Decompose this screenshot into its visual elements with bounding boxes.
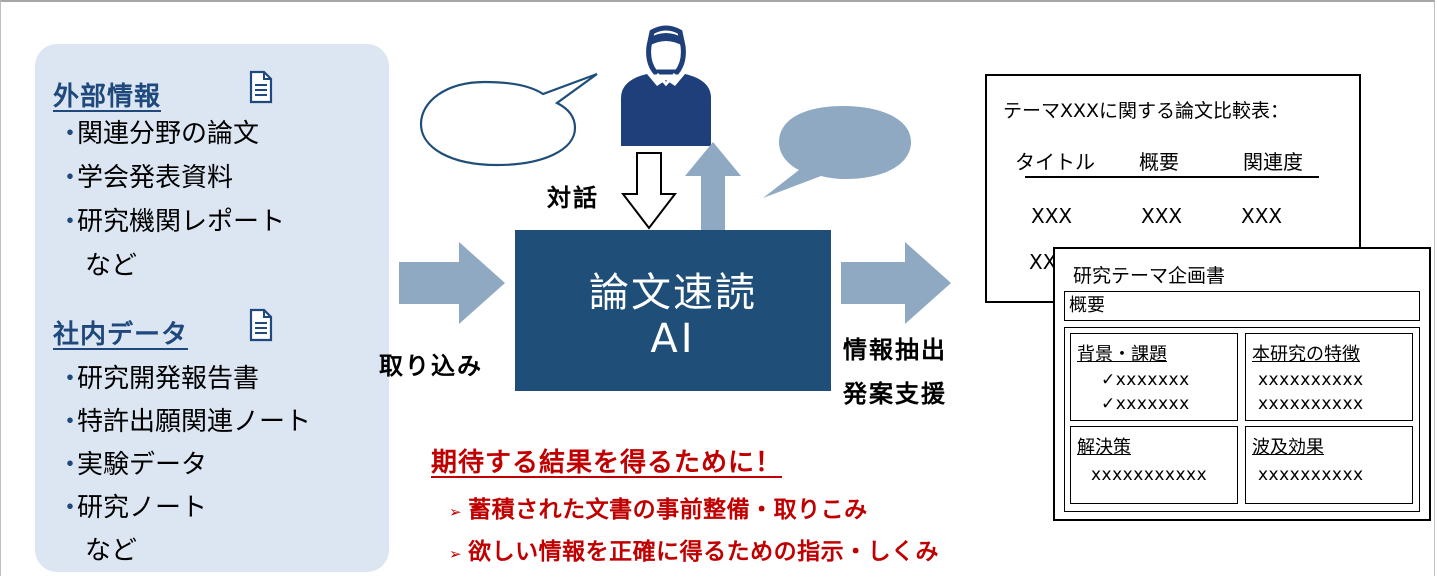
- ai-box: 論文速読 AI: [515, 230, 831, 391]
- column-header: タイトル: [1015, 150, 1095, 174]
- section-line: xxxxxxxxxx: [1258, 370, 1364, 390]
- plan-section-effects: 波及効果 xxxxxxxxxx: [1245, 426, 1413, 504]
- section-line: ✓xxxxxxx: [1101, 394, 1190, 414]
- speech-bubble-icon: [419, 72, 598, 167]
- table-cell: XXX: [1031, 204, 1073, 228]
- speech-bubble-icon: [763, 106, 911, 198]
- list-item: ・学会発表資料: [57, 163, 234, 193]
- table-cell: XXX: [1141, 204, 1183, 228]
- arrow-down-icon: [621, 152, 677, 230]
- plan-summary: 概要: [1064, 291, 1420, 321]
- list-item: ・実験データ: [57, 450, 208, 480]
- list-item: ・研究開発報告書: [57, 364, 260, 394]
- plan-title: 研究テーマ企画書: [1073, 265, 1226, 287]
- list-item: ・関連分野の論文: [57, 119, 260, 149]
- internal-data-list: ・研究開発報告書 ・特許出願関連ノート ・実験データ ・研究ノート など: [45, 358, 311, 573]
- list-item: ・研究ノート: [57, 493, 208, 523]
- person-icon: [621, 25, 711, 146]
- section-heading: 解決策: [1077, 437, 1131, 458]
- external-info-heading: 外部情報: [53, 82, 162, 112]
- list-item: ・研究機関レポート: [57, 207, 286, 237]
- document-icon: [249, 70, 273, 104]
- ai-box-subtitle: AI: [650, 316, 696, 362]
- support-label: 発案支援: [843, 380, 947, 408]
- arrow-up-icon: [685, 142, 741, 230]
- header-rule: [1025, 176, 1319, 178]
- table-cell: XXX: [1241, 204, 1283, 228]
- section-line: xxxxxxxxxxx: [1091, 465, 1208, 485]
- list-item-etc: など: [85, 251, 138, 281]
- plan-grid: 背景・課題 ✓xxxxxxx ✓xxxxxxx 本研究の特徴 xxxxxxxxx…: [1064, 327, 1420, 512]
- plan-section-features: 本研究の特徴 xxxxxxxxxx xxxxxxxxxx: [1245, 333, 1413, 421]
- comparison-table-title: テーマXXXに関する論文比較表：: [1003, 100, 1290, 122]
- list-item: ・特許出願関連ノート: [57, 407, 312, 437]
- external-info-list: ・関連分野の論文 ・学会発表資料 ・研究機関レポート など: [45, 112, 285, 288]
- list-item-etc: など: [85, 536, 138, 566]
- internal-data-heading: 社内データ: [53, 320, 189, 350]
- ai-box-title: 論文速読: [589, 270, 757, 316]
- column-header: 関連度: [1243, 150, 1303, 174]
- section-line: xxxxxxxxxx: [1258, 394, 1364, 414]
- dialogue-label: 対話: [547, 184, 599, 212]
- section-heading: 波及効果: [1252, 437, 1324, 458]
- arrow-right-icon: [399, 242, 505, 324]
- section-line: ✓xxxxxxx: [1101, 370, 1190, 390]
- plan-section-background: 背景・課題 ✓xxxxxxx ✓xxxxxxx: [1070, 333, 1238, 421]
- document-icon: [249, 308, 273, 342]
- ingest-label: 取り込み: [379, 352, 483, 380]
- section-heading: 背景・課題: [1077, 344, 1167, 365]
- callout-item: ➢蓄積された文書の事前整備・取りこみ: [449, 497, 868, 523]
- section-heading: 本研究の特徴: [1252, 344, 1360, 365]
- extract-label: 情報抽出: [843, 336, 947, 364]
- section-line: xxxxxxxxxx: [1258, 465, 1364, 485]
- source-panel: [35, 44, 389, 572]
- plan-section-solution: 解決策 xxxxxxxxxxx: [1070, 426, 1238, 504]
- callout-title: 期待する結果を得るために！: [431, 448, 783, 478]
- research-plan-card: 研究テーマ企画書 概要 背景・課題 ✓xxxxxxx ✓xxxxxxx 本研究の…: [1053, 247, 1431, 521]
- callout-item: ➢欲しい情報を正確に得るための指示・しくみ: [449, 539, 939, 565]
- column-header: 概要: [1139, 150, 1179, 174]
- arrow-right-icon: [841, 242, 951, 324]
